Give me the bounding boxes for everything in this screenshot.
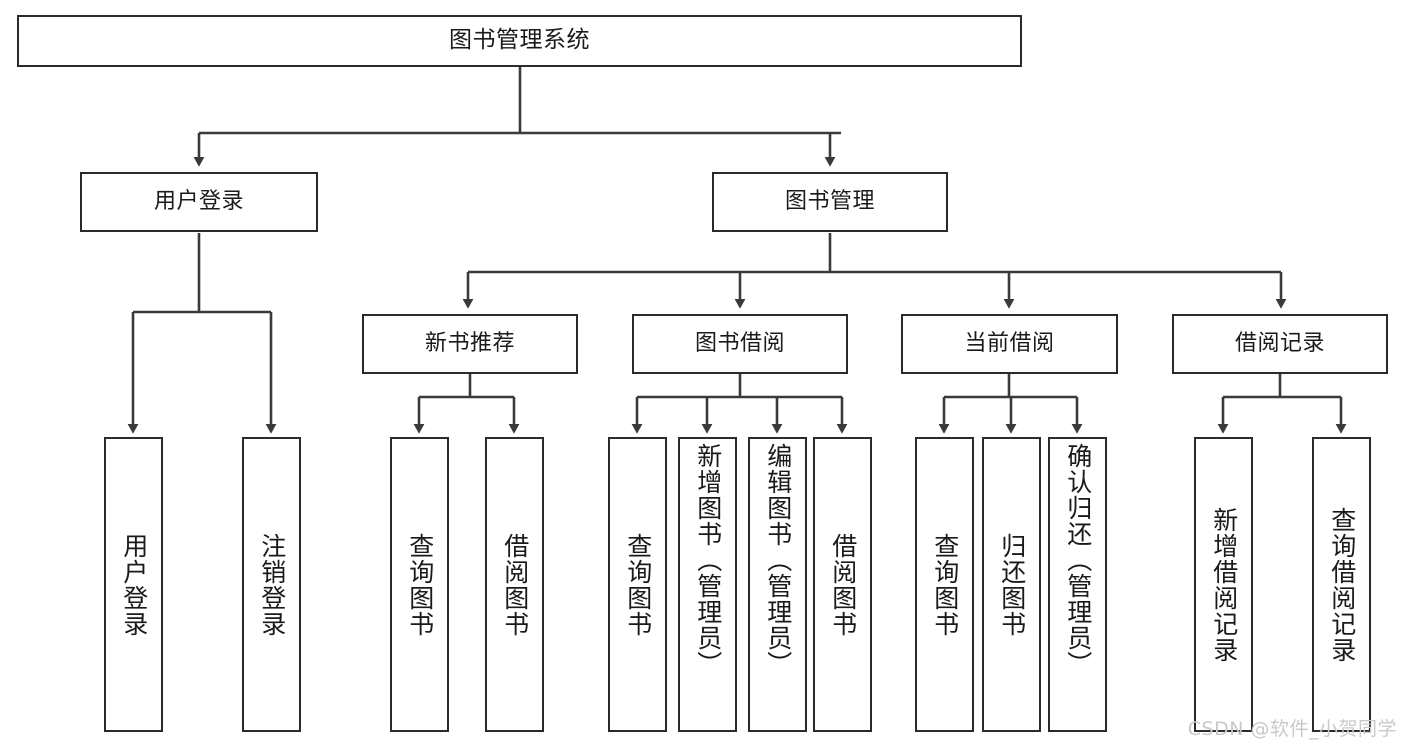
node-leaf-borrow-book-1-label: 借阅图书 xyxy=(500,532,530,637)
node-leaf-confirm-return-label: 确认归还（管理员） xyxy=(1063,443,1093,677)
node-user-login[interactable]: 用户登录 xyxy=(80,172,318,232)
node-leaf-return-book[interactable]: 归还图书 xyxy=(982,437,1041,732)
node-leaf-query-book-2[interactable]: 查询图书 xyxy=(608,437,667,732)
watermark: CSDN @软件_小贺同学 xyxy=(1187,718,1397,740)
node-borrow-record[interactable]: 借阅记录 xyxy=(1172,314,1388,374)
node-leaf-confirm-return[interactable]: 确认归还（管理员） xyxy=(1048,437,1107,732)
node-book-borrow[interactable]: 图书借阅 xyxy=(632,314,848,374)
node-leaf-add-book[interactable]: 新增图书（管理员） xyxy=(678,437,737,732)
node-current-borrow[interactable]: 当前借阅 xyxy=(901,314,1118,374)
node-book-management[interactable]: 图书管理 xyxy=(712,172,948,232)
node-leaf-add-record[interactable]: 新增借阅记录 xyxy=(1194,437,1253,732)
node-root-label: 图书管理系统 xyxy=(449,27,590,54)
node-root[interactable]: 图书管理系统 xyxy=(17,15,1022,67)
node-leaf-logout-login[interactable]: 注销登录 xyxy=(242,437,301,732)
node-leaf-return-book-label: 归还图书 xyxy=(997,532,1027,637)
node-leaf-edit-book[interactable]: 编辑图书（管理员） xyxy=(748,437,807,732)
node-new-book-recommend-label: 新书推荐 xyxy=(424,330,515,356)
node-leaf-user-login[interactable]: 用户登录 xyxy=(104,437,163,732)
node-leaf-query-book-3-label: 查询图书 xyxy=(930,532,960,637)
node-user-login-label: 用户登录 xyxy=(153,188,244,214)
node-borrow-record-label: 借阅记录 xyxy=(1234,330,1325,356)
node-book-borrow-label: 图书借阅 xyxy=(694,330,785,356)
node-leaf-borrow-book-2[interactable]: 借阅图书 xyxy=(813,437,872,732)
node-current-borrow-label: 当前借阅 xyxy=(964,330,1055,356)
node-leaf-query-record-label: 查询借阅记录 xyxy=(1327,506,1357,663)
node-leaf-add-record-label: 新增借阅记录 xyxy=(1209,506,1239,663)
node-leaf-query-record[interactable]: 查询借阅记录 xyxy=(1312,437,1371,732)
node-book-management-label: 图书管理 xyxy=(784,188,875,214)
node-leaf-add-book-label: 新增图书（管理员） xyxy=(693,443,723,677)
node-leaf-query-book-3[interactable]: 查询图书 xyxy=(915,437,974,732)
node-leaf-logout-login-label: 注销登录 xyxy=(257,532,287,637)
node-leaf-query-book-1[interactable]: 查询图书 xyxy=(390,437,449,732)
node-leaf-borrow-book-2-label: 借阅图书 xyxy=(828,532,858,637)
node-leaf-edit-book-label: 编辑图书（管理员） xyxy=(763,443,793,677)
node-new-book-recommend[interactable]: 新书推荐 xyxy=(362,314,578,374)
node-leaf-query-book-1-label: 查询图书 xyxy=(405,532,435,637)
node-leaf-user-login-label: 用户登录 xyxy=(119,532,149,637)
node-leaf-borrow-book-1[interactable]: 借阅图书 xyxy=(485,437,544,732)
edge-group xyxy=(127,67,1347,434)
node-leaf-query-book-2-label: 查询图书 xyxy=(623,532,653,637)
